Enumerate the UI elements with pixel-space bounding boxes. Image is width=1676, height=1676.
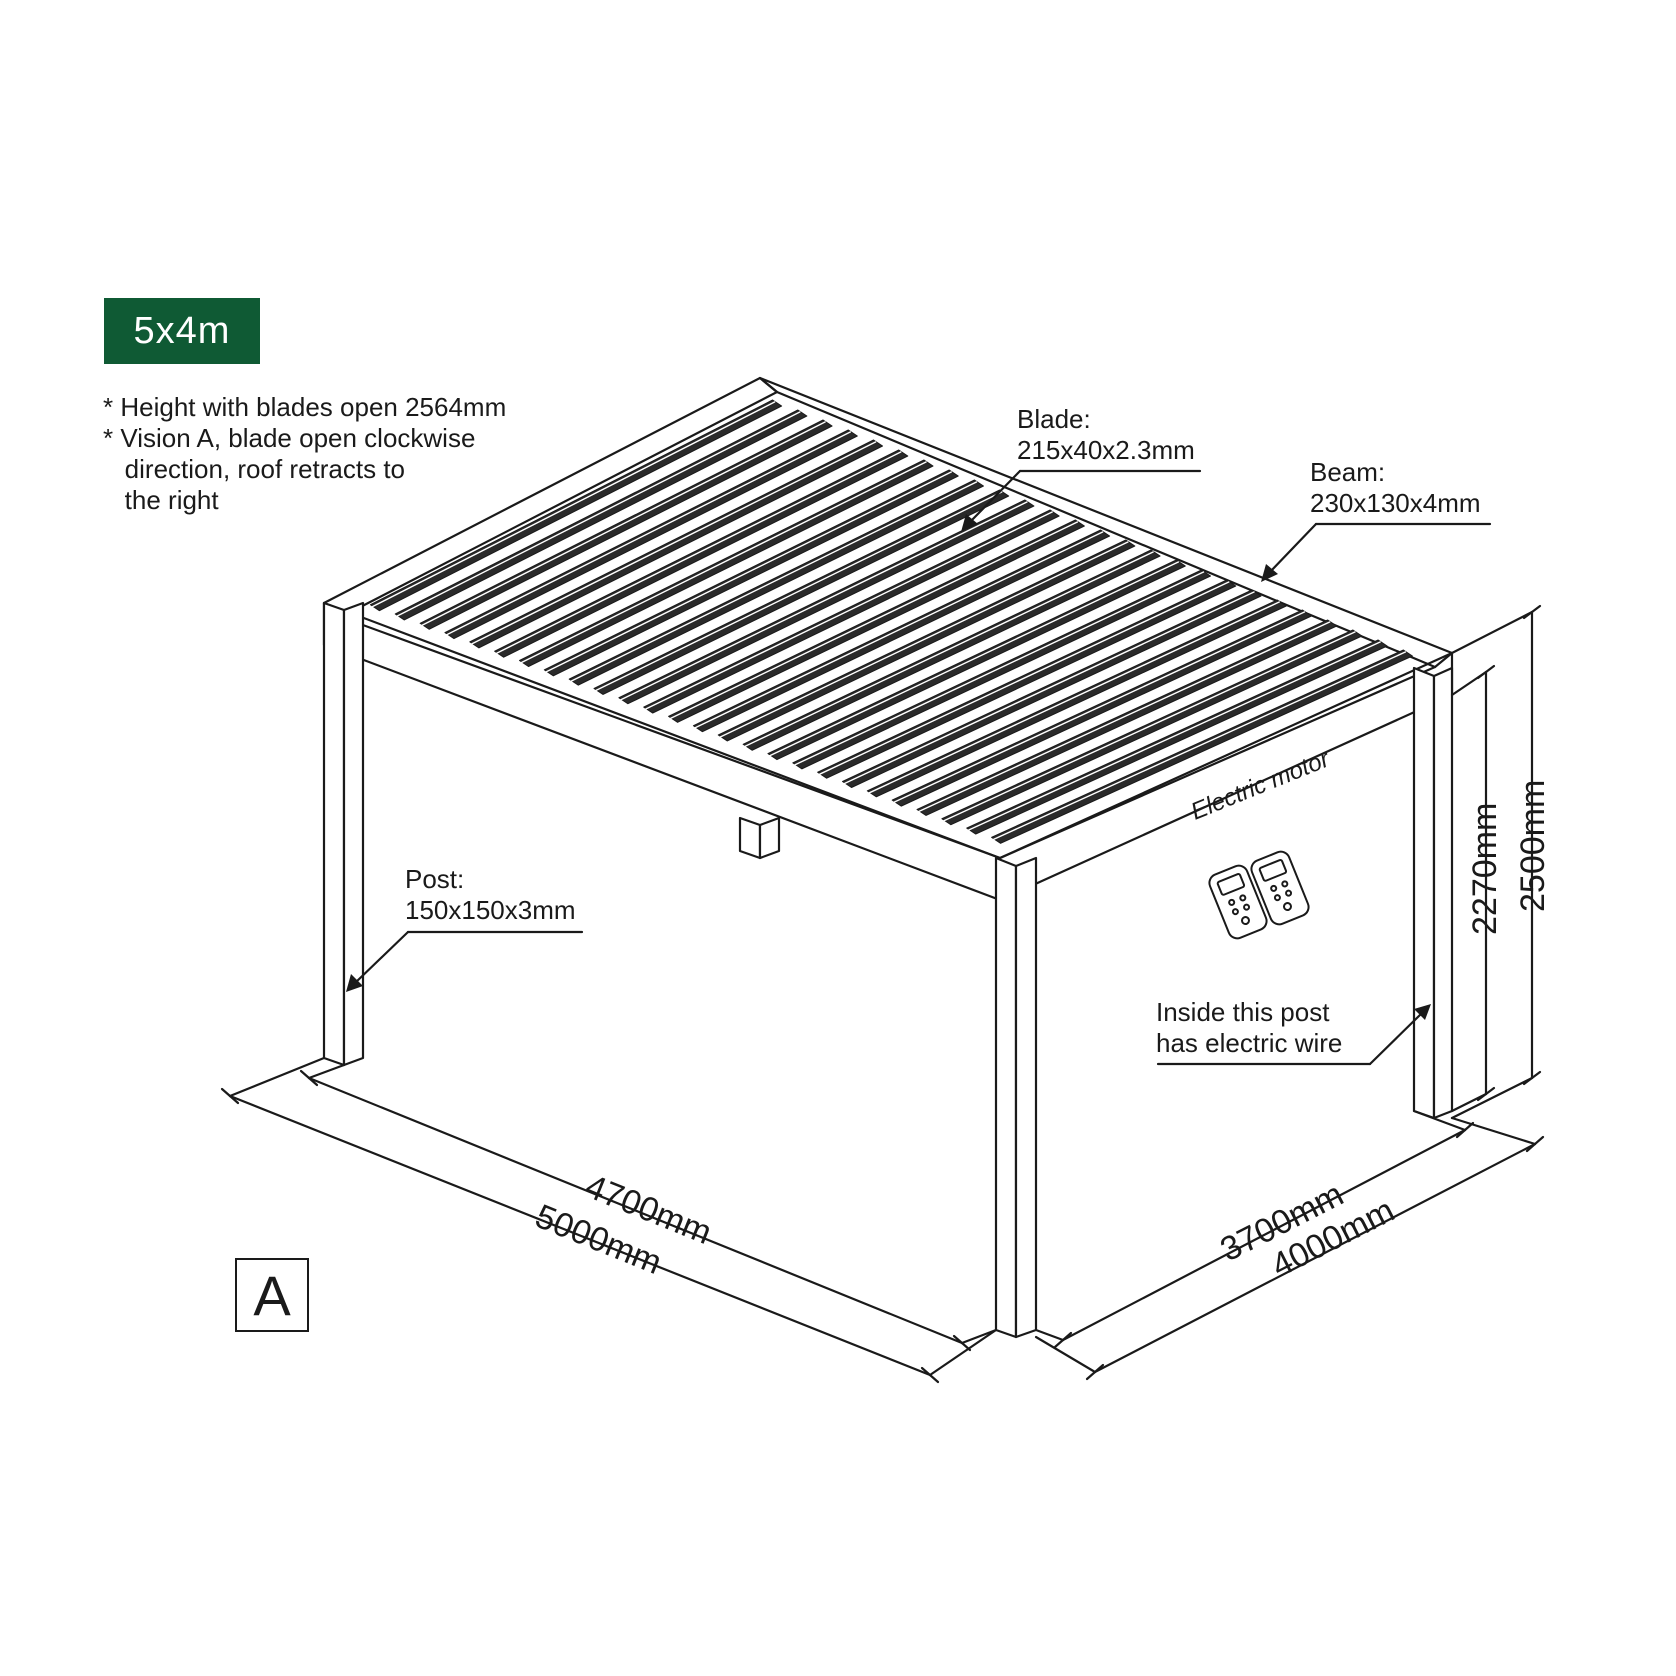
louvre-blade bbox=[692, 529, 1111, 733]
height-dimension-inner bbox=[1450, 664, 1496, 1113]
beam-label: Beam: 230x130x4mm bbox=[1310, 457, 1481, 519]
louvre-blade bbox=[494, 449, 909, 658]
louvre-blade-highlight bbox=[968, 641, 1381, 831]
louvre-blade-highlight bbox=[943, 631, 1356, 822]
louvre-blade-highlight bbox=[818, 581, 1230, 775]
louvre-blade-highlight bbox=[421, 421, 826, 626]
louvre-blade-highlight bbox=[868, 601, 1280, 794]
louvre-blade-highlight bbox=[918, 621, 1331, 813]
post-back-left-stub bbox=[738, 816, 781, 860]
louvre-blade-highlight bbox=[620, 501, 1028, 701]
note-line: * Height with blades open 2564mm bbox=[103, 392, 507, 422]
wire-label: Inside this post has electric wire bbox=[1156, 997, 1342, 1059]
louvre-blade-highlight bbox=[371, 401, 776, 608]
louvre-blade bbox=[394, 409, 808, 621]
motor-label: Electric motor bbox=[1187, 745, 1334, 825]
note-line: * Vision A, blade open clockwise bbox=[103, 423, 476, 453]
louvre-blade-highlight bbox=[694, 531, 1104, 729]
post-arrow-icon bbox=[346, 974, 363, 992]
louvre-blade-highlight bbox=[545, 471, 952, 673]
beam-leader bbox=[1268, 522, 1492, 574]
louvre-blade bbox=[568, 479, 984, 686]
louvre-blade bbox=[891, 609, 1312, 807]
remote-control-icon bbox=[1208, 864, 1268, 940]
louvre-blade-highlight bbox=[769, 561, 1180, 757]
louvre-blade bbox=[717, 539, 1136, 742]
louvre-blade bbox=[842, 589, 1262, 788]
louvre-blade bbox=[966, 639, 1388, 835]
wire-label-line2: has electric wire bbox=[1156, 1028, 1343, 1058]
width-dimension-outer bbox=[1034, 1116, 1545, 1381]
remote-control-icon bbox=[1250, 850, 1310, 926]
louvre-blade-highlight bbox=[471, 441, 877, 645]
louvre-blade-highlight bbox=[893, 611, 1306, 803]
wire-leader bbox=[1156, 1011, 1424, 1066]
beam-label-spec: 230x130x4mm bbox=[1310, 488, 1481, 518]
width-dimension-inner bbox=[1034, 1109, 1475, 1349]
size-badge: 5x4m bbox=[104, 298, 260, 364]
louvre-blade bbox=[469, 439, 884, 649]
louvre-blade-highlight bbox=[719, 541, 1129, 738]
blade-label-spec: 215x40x2.3mm bbox=[1017, 435, 1195, 465]
louvre-blade bbox=[419, 419, 833, 630]
post-label-title: Post: bbox=[405, 864, 465, 894]
blade-leader bbox=[968, 469, 1202, 524]
length-dimension-inner bbox=[299, 1063, 998, 1352]
blade-label: Blade: 215x40x2.3mm bbox=[1017, 404, 1195, 466]
wire-label-line1: Inside this post bbox=[1156, 997, 1330, 1027]
louvre-blade-highlight bbox=[495, 451, 902, 654]
louvre-blade-highlight bbox=[570, 481, 978, 682]
blade-arrow-icon bbox=[961, 514, 978, 532]
louvre-blade-highlight bbox=[396, 411, 801, 617]
post-label: Post: 150x150x3mm bbox=[405, 864, 576, 926]
louvre-blade bbox=[444, 429, 858, 640]
beam-arrow-icon bbox=[1261, 564, 1278, 582]
louvre-blade bbox=[593, 489, 1010, 695]
notes: * Height with blades open 2564mm * Visio… bbox=[103, 392, 506, 516]
note-line: the right bbox=[103, 485, 219, 515]
louvre-blade bbox=[817, 579, 1237, 779]
post-label-spec: 150x150x3mm bbox=[405, 895, 576, 925]
louvre-blade-highlight bbox=[520, 461, 927, 664]
louvre-blade bbox=[866, 599, 1287, 798]
louvre-blade bbox=[916, 619, 1338, 816]
outer-height-label: 2500mm bbox=[1514, 780, 1552, 912]
louvre-blade bbox=[991, 649, 1413, 844]
blade-label-title: Blade: bbox=[1017, 404, 1091, 434]
louvre-blade-highlight bbox=[794, 571, 1205, 766]
louvre-blades bbox=[369, 399, 1413, 844]
louvre-blade-highlight bbox=[669, 521, 1079, 720]
post-leader bbox=[353, 930, 584, 985]
louvre-blade bbox=[668, 519, 1085, 723]
post-front-right bbox=[994, 856, 1038, 1339]
louvre-blade-highlight bbox=[595, 491, 1003, 692]
louvre-blade bbox=[792, 569, 1212, 770]
variant-marker: A bbox=[235, 1258, 309, 1332]
inner-height-label: 2270mm bbox=[1466, 803, 1504, 935]
louvre-blade bbox=[767, 559, 1186, 761]
louvre-blade bbox=[543, 469, 959, 677]
louvre-blade bbox=[369, 399, 783, 612]
note-line: direction, roof retracts to bbox=[103, 454, 406, 484]
louvre-blade bbox=[643, 509, 1060, 714]
louvre-blade-highlight bbox=[645, 511, 1053, 710]
beam-label-title: Beam: bbox=[1310, 457, 1386, 487]
post-back-right bbox=[1412, 666, 1454, 1120]
louvre-blade bbox=[519, 459, 934, 667]
louvre-blade bbox=[618, 499, 1035, 705]
louvre-blade-highlight bbox=[843, 591, 1255, 785]
louvre-blade bbox=[742, 549, 1161, 751]
louvre-blade bbox=[941, 629, 1363, 826]
length-dimension-outer bbox=[220, 1056, 998, 1384]
louvre-blade-highlight bbox=[992, 651, 1407, 841]
wire-arrow-icon bbox=[1414, 1004, 1431, 1020]
louvre-blade-highlight bbox=[446, 431, 852, 636]
post-front-left bbox=[322, 601, 365, 1067]
height-dimension-outer bbox=[1450, 604, 1542, 1120]
louvre-blade-highlight bbox=[744, 551, 1154, 747]
